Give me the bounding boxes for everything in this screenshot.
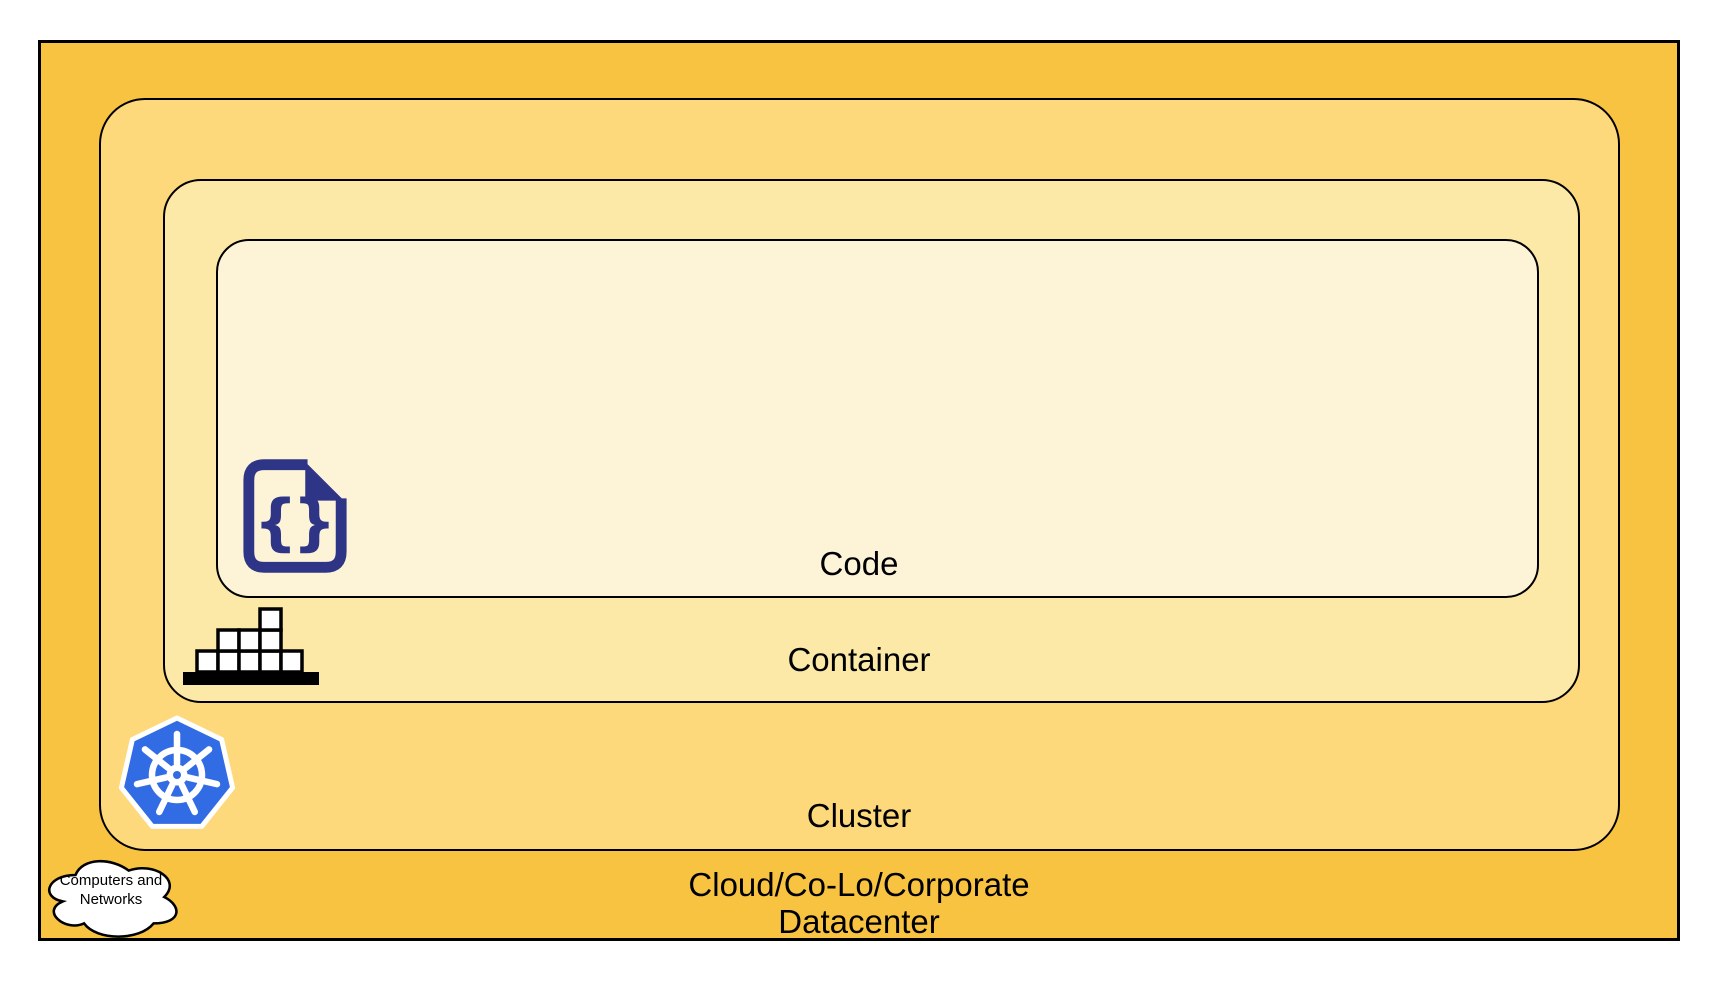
cluster-label: Cluster (806, 797, 912, 834)
cloud-text-line1: Computers and (59, 872, 163, 889)
container-label: Container (787, 641, 931, 678)
kubernetes-helm-icon (118, 715, 236, 829)
datacenter-label-line1: Cloud/Co-Lo/Corporate (688, 866, 1030, 903)
container-stack-icon (183, 607, 319, 685)
svg-text:}: } (292, 486, 336, 558)
layer-code-box (216, 239, 1539, 598)
svg-text:{: { (254, 486, 298, 558)
datacenter-label-line2: Datacenter (778, 903, 940, 940)
code-file-icon: { } (243, 459, 347, 573)
cloud-icon (48, 859, 178, 938)
code-label: Code (819, 545, 899, 582)
cloud-text-line2: Networks (79, 891, 143, 908)
